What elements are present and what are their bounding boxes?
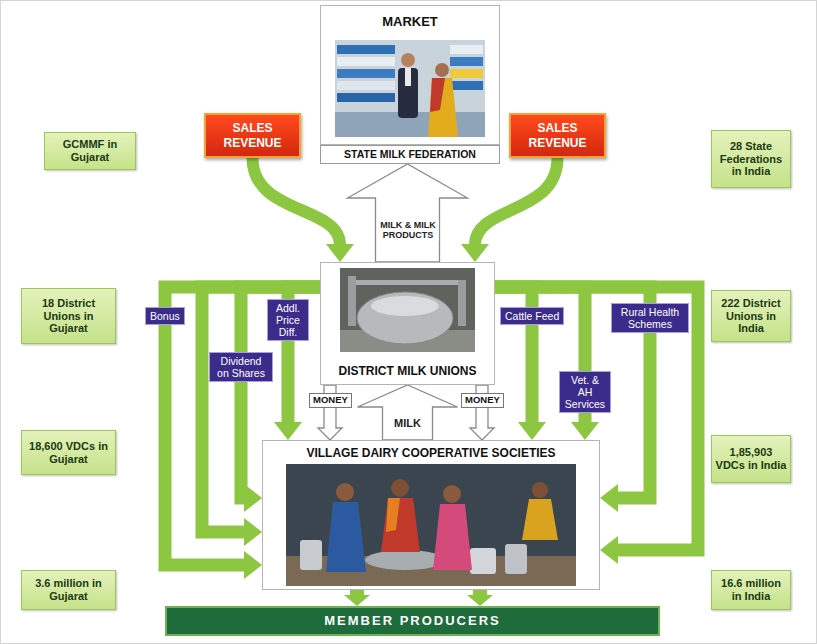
flow-connector — [461, 158, 558, 262]
flow-connector — [495, 287, 698, 564]
flow-curve — [475, 158, 558, 245]
stat-box: 3.6 million in Gujarat — [21, 570, 116, 610]
flow-line — [165, 287, 320, 565]
flow-connector — [202, 287, 320, 546]
stat-box: 1,85,903 VDCs in India — [711, 435, 791, 483]
arrow-head — [244, 551, 262, 579]
flow-label: MONEY — [461, 393, 504, 408]
stat-box: 16.6 million in India — [711, 570, 791, 610]
benefit-label: Bonus — [145, 307, 185, 325]
node-text: DISTRICT MILK UNIONS — [339, 364, 477, 378]
flow-connector — [467, 590, 493, 606]
arrow-head — [571, 422, 599, 440]
arrow-head — [600, 536, 618, 564]
block-arrow — [358, 385, 458, 440]
stat-box: GCMMF in Gujarat — [44, 132, 136, 170]
node-text: GCMMF in Gujarat — [48, 138, 132, 164]
node-text: 222 District Unions in India — [715, 297, 787, 336]
village-society-photo — [286, 464, 576, 586]
benefit-label: Vet. & AH Services — [559, 371, 611, 413]
benefit-label: Addl. Price Diff. — [267, 299, 309, 341]
arrow-head — [326, 244, 354, 262]
arrow-head — [244, 484, 262, 512]
stat-box: 18,600 VDCs in Gujarat — [21, 430, 116, 475]
node-text: 18 District Unions in Gujarat — [25, 297, 112, 336]
node-text: 28 State Federations in India — [715, 140, 787, 179]
node-text: STATE MILK FEDERATION — [344, 148, 476, 160]
revenue-box: SALES REVENUE — [204, 113, 301, 158]
arrow-head — [461, 244, 489, 262]
benefit-label: Rural Health Schemes — [611, 303, 689, 333]
market-box: MARKET — [320, 5, 500, 145]
arrow-head — [274, 422, 302, 440]
node-text: 3.6 million in Gujarat — [25, 577, 112, 603]
flow-connector — [344, 590, 370, 606]
flow-line — [202, 287, 320, 532]
federation-box: STATE MILK FEDERATION — [320, 145, 500, 164]
node-text: MEMBER PRODUCERS — [324, 613, 500, 628]
flow-label: MILK — [392, 417, 423, 430]
node-text: VILLAGE DAIRY COOPERATIVE SOCIETIES — [306, 446, 555, 460]
arrow-head — [244, 518, 262, 546]
arrow-head — [467, 595, 493, 606]
district-union-box: DISTRICT MILK UNIONS — [320, 262, 495, 385]
node-text: 16.6 million in India — [715, 577, 787, 603]
flow-label: MILK & MILK PRODUCTS — [377, 220, 439, 241]
flow-label: MONEY — [309, 393, 352, 408]
block-arrow — [348, 164, 468, 262]
revenue-box: SALES REVENUE — [509, 113, 606, 158]
producers-band: MEMBER PRODUCERS — [165, 606, 660, 636]
node-text: 18,600 VDCs in Gujarat — [25, 440, 112, 466]
node-text: 1,85,903 VDCs in India — [715, 446, 787, 472]
node-text: MARKET — [382, 14, 438, 29]
flow-connector — [495, 287, 599, 440]
flow-connector — [253, 158, 355, 262]
stat-box: 28 State Federations in India — [711, 130, 791, 188]
block-arrow-connector — [358, 385, 458, 440]
village-society-box: VILLAGE DAIRY COOPERATIVE SOCIETIES — [262, 440, 600, 590]
stat-box: 18 District Unions in Gujarat — [21, 288, 116, 344]
benefit-label: Dividend on Shares — [209, 352, 273, 382]
block-arrow-connector — [348, 164, 468, 262]
arrow-head — [518, 422, 546, 440]
market-photo — [335, 40, 485, 137]
dairy-plant-photo — [340, 268, 475, 352]
flow-curve — [253, 158, 341, 245]
arrow-head — [344, 595, 370, 606]
flow-line — [495, 287, 698, 550]
arrow-head — [600, 484, 618, 512]
node-text: SALES REVENUE — [515, 121, 600, 149]
benefit-label: Cattle Feed — [500, 307, 564, 325]
flow-connector — [165, 287, 320, 579]
node-text: SALES REVENUE — [210, 121, 295, 149]
stat-box: 222 District Unions in India — [711, 290, 791, 342]
